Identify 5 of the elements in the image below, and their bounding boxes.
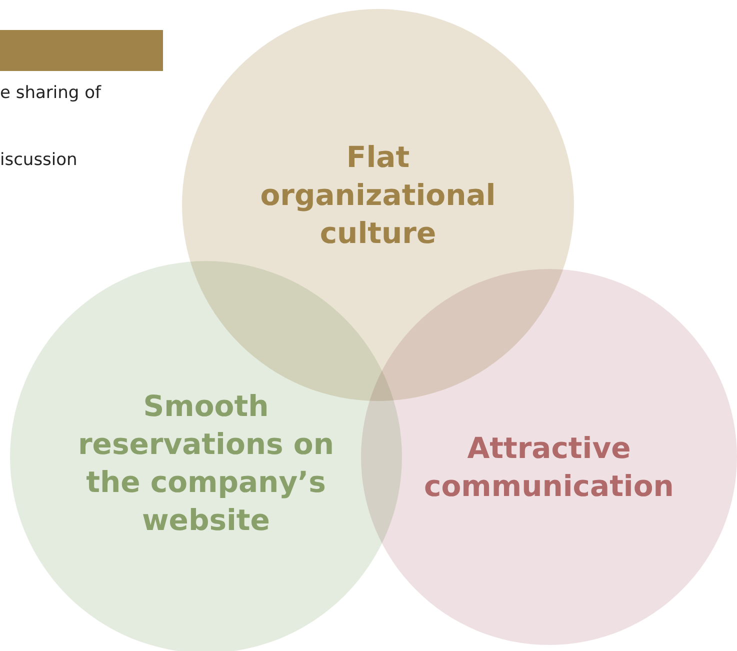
circle-label: Attractive communication <box>423 430 675 505</box>
body-text: iscussion <box>0 149 78 171</box>
circle-label: Smooth reservations on the company’s website <box>77 388 335 539</box>
body-text: e sharing of <box>0 82 101 104</box>
circle-label: Flat organizational culture <box>259 139 497 252</box>
